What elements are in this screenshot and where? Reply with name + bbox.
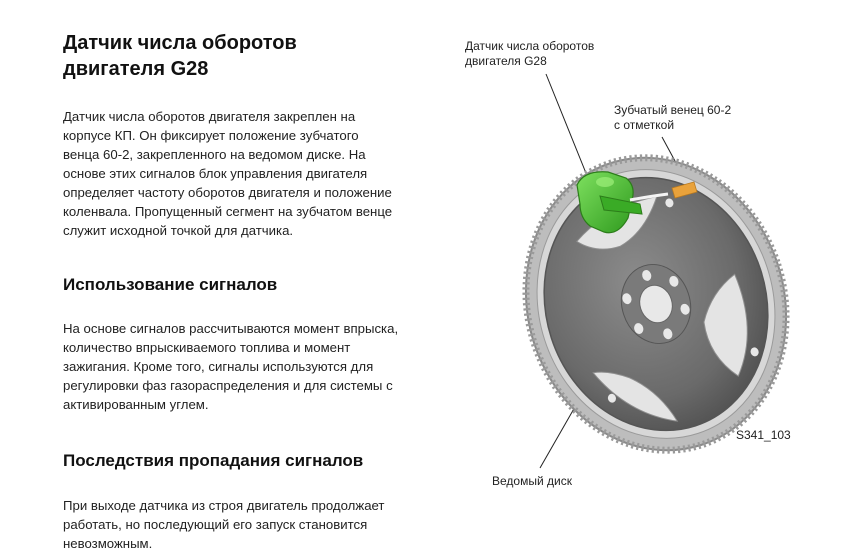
signals-paragraph: На основе сигналов рассчитываются момент… [63,319,398,414]
bolt-hole [663,328,673,340]
figure-code: S341_103 [736,428,791,442]
signals-line: активированным углем. [63,397,209,412]
page-title: Датчик числа оборотов двигателя G28 [63,30,297,82]
disc-small-hole [665,198,674,208]
signals-line: зажигания. Кроме того, сигналы использую… [63,359,374,374]
disc-cutout [592,371,679,422]
intro-line: служит исходной точкой для датчика. [63,223,294,238]
signals-line: На основе сигналов рассчитываются момент… [63,321,399,336]
sensor-label-line-1: Датчик числа оборотов [465,39,595,53]
section-heading-failure: Последствия пропадания сигналов [63,451,364,470]
intro-line: коленвала. Пропущенный сегмент на зубчат… [63,204,393,219]
disc-small-hole [607,393,617,403]
disc-small-hole [750,347,759,357]
ring-teeth [522,154,790,454]
failure-line: невозможным. [63,536,153,551]
bolt-hole [642,270,652,281]
sensor-label: Датчик числа оборотов двигателя G28 [465,39,594,69]
bolt-hole [669,275,679,287]
ring-label: Зубчатый венец 60-2 с отметкой [614,103,731,133]
title-line-1: Датчик числа оборотов [63,32,297,54]
intro-line: основе этих сигналов блок управления дви… [63,166,368,181]
intro-line: корпусе КП. Он фиксирует положение зубча… [63,128,359,143]
ring-label-line-2: с отметкой [614,118,675,132]
hub-hole [639,284,673,324]
title-line-2: двигателя G28 [63,58,209,80]
signals-line: регулировки фаз газораспределения и для … [63,378,393,393]
speed-sensor [576,171,669,234]
sensor-label-line-2: двигателя G28 [465,54,547,68]
bolt-hole [680,303,690,315]
disc-cutout [703,273,748,377]
ring-label-line-1: Зубчатый венец 60-2 [614,103,732,117]
disc-label: Ведомый диск [492,474,572,488]
bolt-hole [622,293,632,305]
signals-line: количество впрыскиваемого топлива и моме… [63,340,351,355]
bolt-hole [634,323,644,334]
intro-paragraph: Датчик числа оборотов двигателя закрепле… [63,107,392,240]
sensor-leader-line [545,73,593,189]
intro-line: определяет частоту оборотов двигателя и … [63,185,392,200]
intro-line: Датчик числа оборотов двигателя закрепле… [63,109,356,124]
section-heading-signals: Использование сигналов [63,275,278,294]
intro-line: венца 60-2, закрепленного на ведомом дис… [63,147,366,162]
failure-paragraph: При выходе датчика из строя двигатель пр… [63,496,384,553]
reference-mark [671,181,698,199]
failure-line: работать, но последующий его запуск стан… [63,517,368,532]
failure-line: При выходе датчика из строя двигатель пр… [63,498,385,513]
